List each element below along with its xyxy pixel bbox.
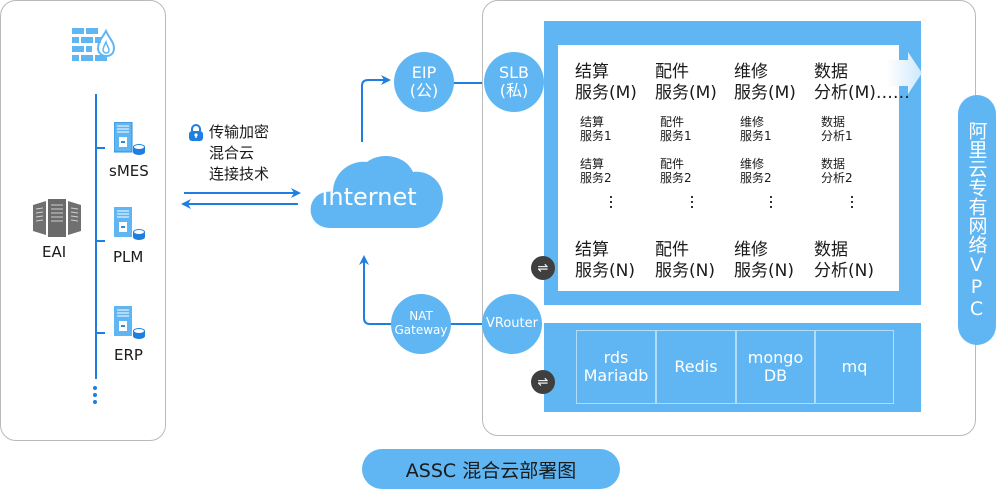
description-line: 连接技术 (209, 165, 270, 183)
ellipsis-vertical (691, 196, 693, 211)
service-instance[interactable]: 维修服务1 (740, 115, 772, 144)
system-bus-line (95, 94, 97, 379)
datastores-container (544, 323, 921, 412)
nat-sublabel: Gateway (394, 323, 448, 337)
datastore-redis[interactable]: Redis (656, 330, 736, 404)
more-systems-ellipsis (93, 386, 98, 404)
description-line: 混合云 (209, 144, 255, 162)
service-cell[interactable]: 数据分析(M)…… (814, 62, 910, 104)
server-database-icon (114, 306, 145, 339)
service-cell[interactable]: 结算服务(N) (575, 240, 635, 282)
switch-icon: ⇌ (531, 370, 555, 394)
service-instance[interactable]: 数据分析1 (821, 115, 853, 144)
system-label-erp: ERP (114, 346, 143, 364)
internet-label: Internet (321, 183, 417, 211)
vrouter-label: VRouter (486, 315, 538, 331)
vpc-label: 阿里云专有网络VPC (958, 95, 996, 345)
server-database-icon (114, 122, 145, 155)
eip-node[interactable]: EIP(公) (394, 52, 454, 112)
service-cell[interactable]: 数据分析(N) (814, 240, 874, 282)
on-premise-panel (0, 0, 166, 441)
nat-label: NAT (409, 309, 433, 324)
service-instance[interactable]: 结算服务1 (580, 115, 612, 144)
service-instance[interactable]: 结算服务2 (580, 157, 612, 186)
bus-branch (95, 240, 105, 242)
eai-label: EAI (42, 243, 67, 261)
eip-sublabel: (公) (409, 81, 439, 100)
internet-cloud-icon (310, 156, 443, 228)
service-instance[interactable]: 配件服务1 (660, 115, 692, 144)
service-instance[interactable]: 维修服务2 (740, 157, 772, 186)
eai-server-rack-icon (33, 199, 81, 237)
ellipsis-vertical (770, 196, 772, 211)
lock-icon (189, 124, 203, 141)
service-instance[interactable]: 配件服务2 (660, 157, 692, 186)
switch-icon: ⇌ (531, 256, 555, 280)
description-line: 传输加密 (209, 123, 270, 141)
slb-node[interactable]: SLB(私) (484, 52, 544, 112)
firewall-icon (72, 28, 116, 61)
system-label-smes: sMES (109, 162, 149, 180)
service-cell[interactable]: 维修服务(M) (734, 62, 796, 104)
eip-label: EIP (411, 62, 437, 82)
vrouter-node[interactable]: VRouter (482, 294, 542, 354)
arrow-internet-to-eip (361, 75, 391, 142)
encryption-description: 传输加密 混合云 连接技术 (209, 122, 269, 185)
bus-branch (95, 332, 105, 334)
slb-sublabel: (私) (499, 81, 529, 100)
diagram-title: ASSC 混合云部署图 (362, 449, 620, 489)
service-cell[interactable]: 维修服务(N) (734, 240, 794, 282)
bus-branch (95, 147, 105, 149)
slb-label: SLB (498, 62, 530, 82)
service-instance[interactable]: 数据分析2 (821, 157, 853, 186)
ellipsis-vertical (610, 196, 612, 211)
service-cell[interactable]: 配件服务(N) (655, 240, 715, 282)
service-cell[interactable]: 配件服务(M) (655, 62, 717, 104)
arrow-nat-to-internet (359, 255, 393, 325)
datastore-mq[interactable]: mq (815, 330, 894, 404)
service-cell[interactable]: 结算服务(M) (575, 62, 637, 104)
system-label-plm: PLM (113, 248, 144, 266)
scale-out-arrow-icon (886, 52, 922, 94)
ellipsis-vertical (851, 196, 853, 211)
services-inner (558, 45, 899, 291)
server-database-icon (114, 207, 145, 240)
